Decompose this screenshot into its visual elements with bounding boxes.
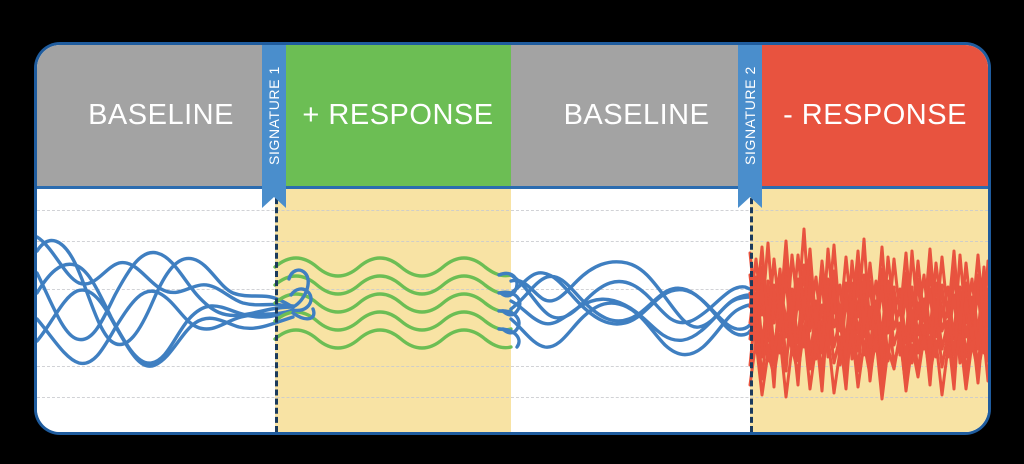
- marker-line-signature-1: [275, 189, 278, 432]
- gridline: [37, 366, 988, 367]
- phase-label-plus-response: + RESPONSE: [302, 99, 494, 131]
- trace-group-baseline-1: [37, 235, 295, 368]
- experiment-timeline-card: BASELINE + RESPONSE BASELINE - RESPONSE: [37, 45, 988, 432]
- gridline: [37, 289, 988, 290]
- signal-plot-area: [37, 189, 988, 432]
- gridline: [37, 241, 988, 242]
- signature-2-arrow-icon: [738, 186, 762, 208]
- phase-label-baseline-1: BASELINE: [88, 99, 234, 131]
- signature-2-flag: [738, 45, 762, 186]
- marker-line-signature-2: [750, 189, 753, 432]
- gridline: [37, 397, 988, 398]
- trace-group-plus-response: [273, 256, 513, 350]
- phase-header-band: BASELINE + RESPONSE BASELINE - RESPONSE: [37, 45, 988, 186]
- trace-group-transition-hooks-2: [497, 271, 522, 349]
- trace-group-baseline-2: [509, 260, 752, 357]
- phase-header-baseline-2[interactable]: BASELINE: [511, 45, 762, 186]
- trace-group-transition-hooks-1: [287, 268, 316, 321]
- signature-1-label: SIGNATURE 1: [266, 66, 282, 165]
- phase-label-baseline-2: BASELINE: [563, 99, 710, 131]
- phase-header-baseline-1[interactable]: BASELINE: [37, 45, 285, 186]
- phase-label-minus-response: - RESPONSE: [783, 99, 967, 131]
- gridline: [37, 210, 988, 211]
- signature-2-label: SIGNATURE 2: [742, 66, 758, 165]
- signature-1-flag: [262, 45, 286, 186]
- phase-header-plus-response[interactable]: + RESPONSE: [285, 45, 511, 186]
- signal-traces: [37, 227, 988, 401]
- trace-group-minus-response: [748, 227, 988, 401]
- phase-header-minus-response[interactable]: - RESPONSE: [762, 45, 988, 186]
- signature-1-arrow-icon: [262, 186, 286, 208]
- header-divider: [37, 186, 988, 189]
